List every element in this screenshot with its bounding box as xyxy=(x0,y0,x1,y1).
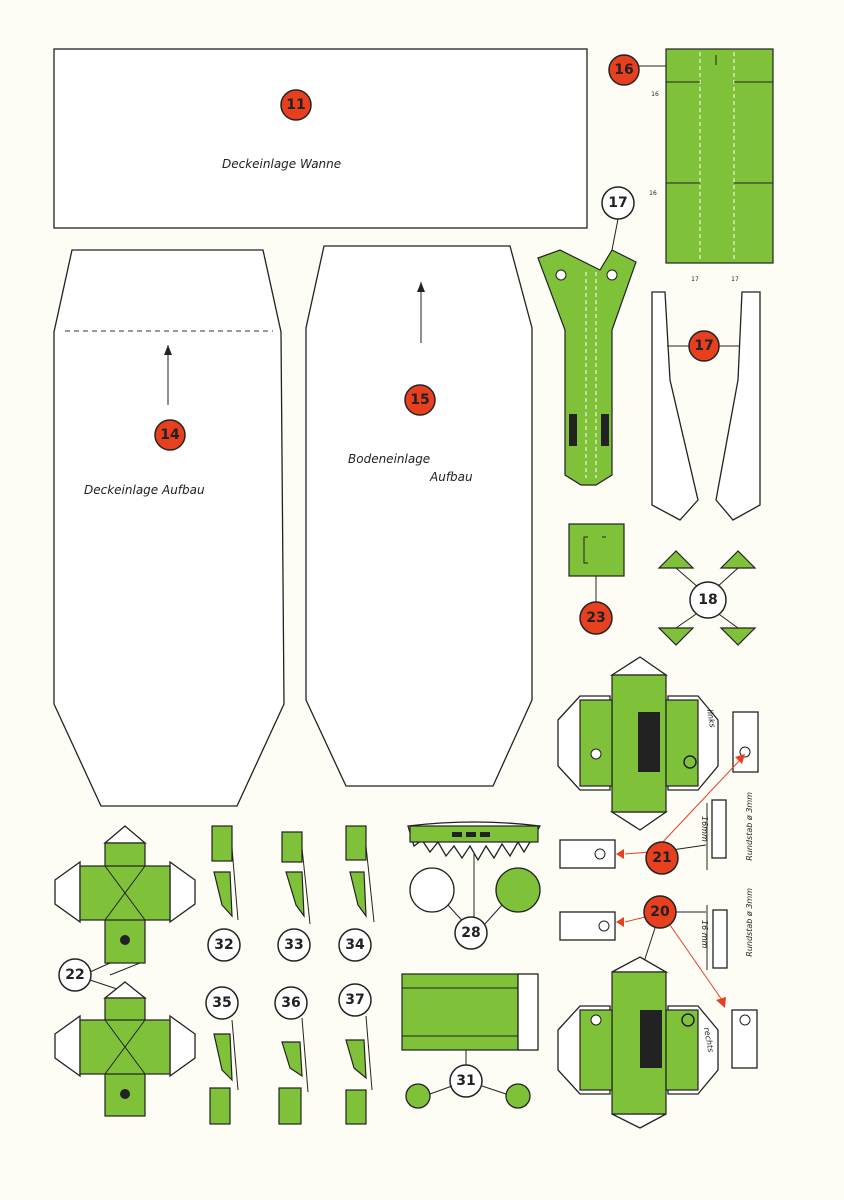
part-number-36: 36 xyxy=(281,995,300,1011)
part-number-28: 28 xyxy=(461,925,480,941)
part-number-20: 20 xyxy=(650,904,670,920)
label-rundstab-20: Rundstab ø 3mm xyxy=(745,888,754,957)
part-number-17a: 17 xyxy=(608,195,627,211)
label-deckeinlage-aufbau: Deckeinlage Aufbau xyxy=(84,483,205,497)
label-rechts: rechts xyxy=(702,1027,715,1053)
part-number-11: 11 xyxy=(286,97,305,113)
part-number-34: 34 xyxy=(345,937,365,953)
label-bodeneinlage-line1: Bodeneinlage xyxy=(348,452,430,466)
part-17-white-pair: 17 xyxy=(651,291,761,521)
part-21-box-links: links 16mm Rundstab ø 3mm 21 xyxy=(557,656,759,875)
label-len-20: 16 mm xyxy=(700,920,709,949)
part-16-green-plate: 16 16 16 17 17 xyxy=(608,48,774,283)
mark-16a: 16 xyxy=(651,91,659,98)
mark-16b: 16 xyxy=(649,190,657,197)
mark-17a: 17 xyxy=(691,276,699,283)
part-number-14: 14 xyxy=(160,427,180,443)
part-31-roller-and-discs: 31 xyxy=(401,973,539,1109)
part-number-22: 22 xyxy=(65,967,84,983)
parts-32-37-small-brackets: 32 33 34 35 36 37 xyxy=(205,825,375,1125)
part-23-small-square: 23 xyxy=(568,523,625,635)
part-number-21: 21 xyxy=(652,850,671,866)
part-14-deckeinlage-aufbau: 14 Deckeinlage Aufbau xyxy=(53,249,285,807)
part-number-18: 18 xyxy=(698,592,717,608)
part-17-green-fork: 17 xyxy=(537,186,637,486)
part-number-16: 16 xyxy=(614,62,633,78)
part-number-31: 31 xyxy=(456,1073,475,1089)
part-number-15: 15 xyxy=(410,392,429,408)
part-28-cog-and-discs: 28 xyxy=(407,821,542,950)
part-number-32: 32 xyxy=(214,937,233,953)
part-22-cross-boxes: 22 xyxy=(54,825,196,1117)
part-11-deckeinlage-wanne: 11 Deckeinlage Wanne xyxy=(53,48,588,229)
part-number-33: 33 xyxy=(284,937,303,953)
label-len-21: 16mm xyxy=(700,816,709,842)
label-bodeneinlage-line2: Aufbau xyxy=(429,470,473,484)
part-number-37: 37 xyxy=(345,992,364,1008)
part-number-23: 23 xyxy=(586,610,605,626)
mark-17b: 17 xyxy=(731,276,739,283)
part-15-bodeneinlage-aufbau: 15 Bodeneinlage Aufbau xyxy=(305,245,533,787)
part-number-17b: 17 xyxy=(694,338,713,354)
label-links: links xyxy=(705,709,717,729)
part-number-35: 35 xyxy=(212,995,231,1011)
label-rundstab-21: Rundstab ø 3mm xyxy=(745,792,754,861)
part-20-box-rechts: 20 16 mm Rundstab ø 3mm rechts xyxy=(557,888,758,1129)
label-deckeinlage-wanne: Deckeinlage Wanne xyxy=(222,157,341,171)
part-18-corner-triangles: 18 xyxy=(657,550,757,646)
